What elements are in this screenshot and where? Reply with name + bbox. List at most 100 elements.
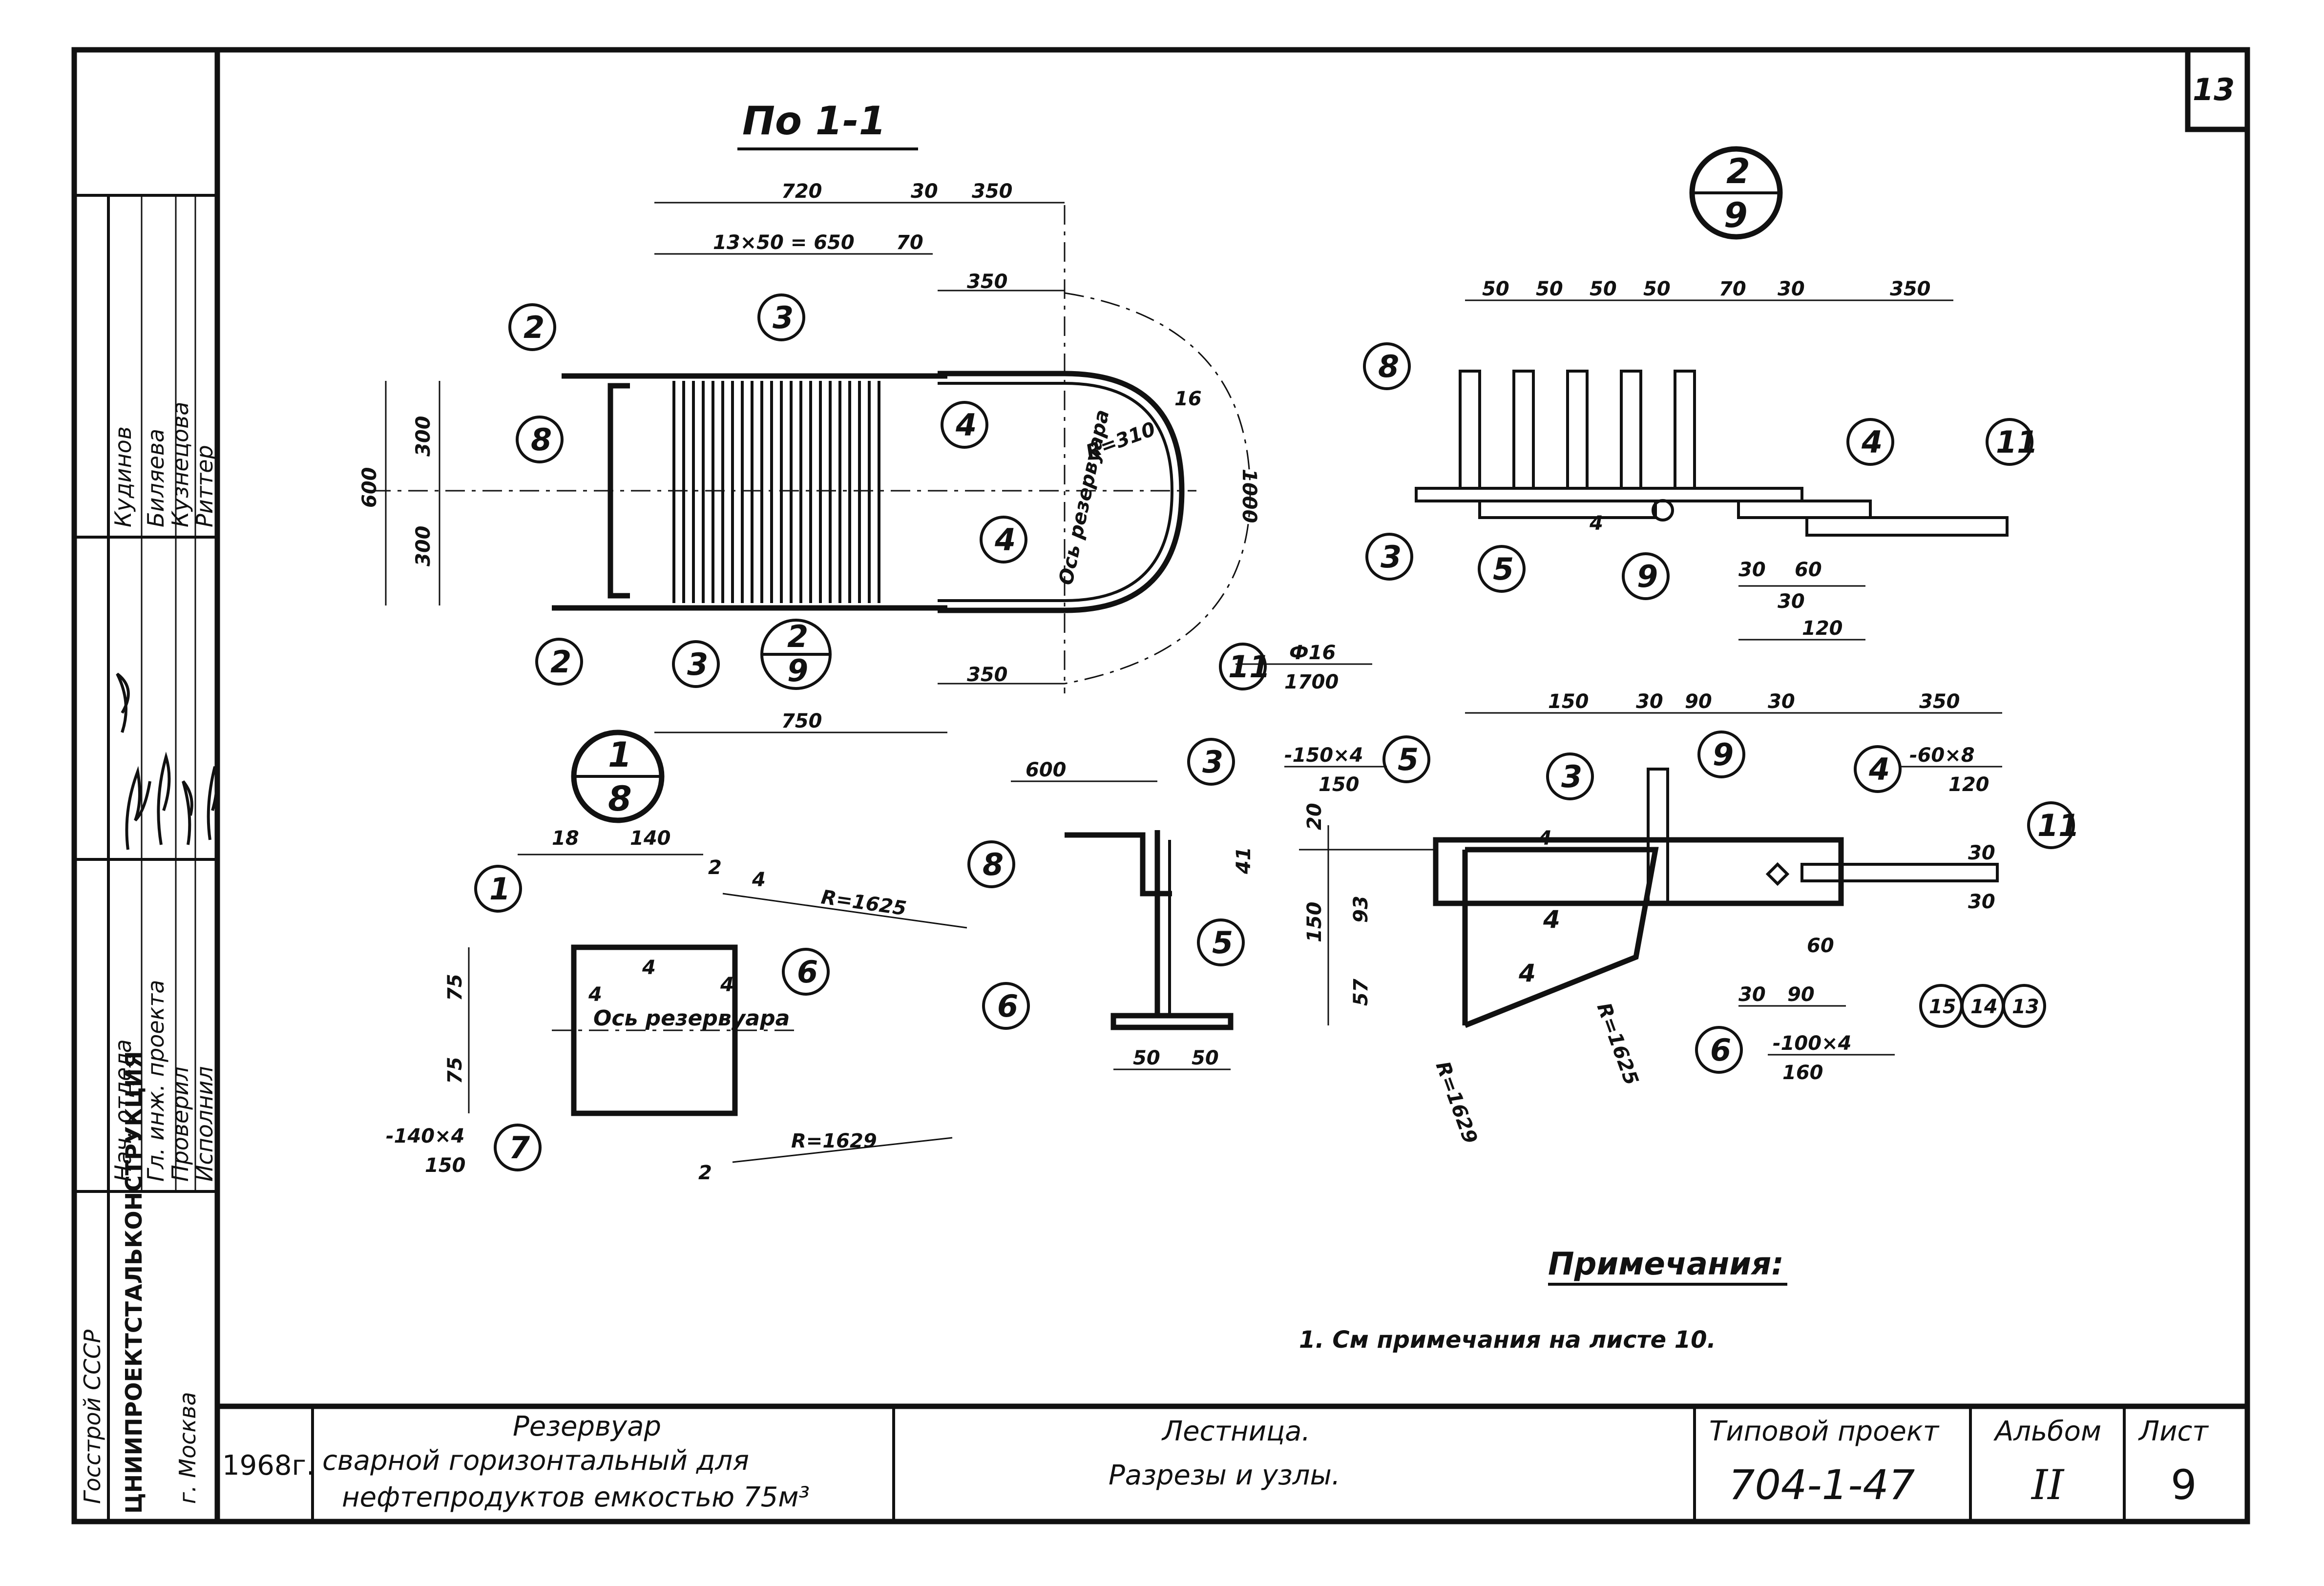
d18-dim-75a: 75: [444, 974, 466, 1001]
plan-dim-600: 600: [358, 467, 381, 508]
detail29-marks: 8 4 11 3 5 9: [1363, 342, 2038, 600]
plan-mark-2b: 2: [550, 644, 571, 680]
dr-dim-top-1: 30: [1636, 690, 1663, 713]
d29-dim-1: 50: [1536, 278, 1563, 300]
d18-four-a: 4: [588, 983, 602, 1006]
plan-mark-2a: 2: [523, 310, 544, 345]
ss-mark-6: 6: [997, 988, 1018, 1024]
plan-dim-650: 13×50 = 650: [713, 231, 855, 254]
plan-mark-3a: 3: [773, 300, 794, 335]
detail-2-9: 2 9 50 50 50 50 70 30 350 4 30 60 30 120…: [1363, 146, 2038, 641]
dr-mark-4: 4: [1868, 751, 1890, 787]
plan-mark-11: 11: [1228, 649, 1270, 685]
plan-dim-300b: 300: [412, 526, 435, 567]
d18-dim-2b: 2: [698, 1162, 712, 1184]
tb-object-1: Резервуар: [513, 1411, 661, 1442]
dr-mark-9: 9: [1713, 737, 1734, 772]
plan-dim-350-mid: 350: [967, 271, 1008, 293]
dr-dim-30b: 30: [1968, 891, 1995, 913]
d18-four-c: 4: [720, 974, 734, 996]
sheet-frame: 13: [71, 47, 2250, 1524]
dr-r1629: R=1629: [1431, 1059, 1482, 1147]
title-block: 1968г. Резервуар сварной горизонтальный …: [217, 1403, 2247, 1522]
detail18-marks: 1 6 7: [474, 865, 830, 1171]
d18-dim-140: 140: [630, 827, 671, 850]
dr-four-a: 4: [1538, 827, 1552, 850]
dr-mark-11: 11: [2037, 808, 2079, 843]
plan-dim-70: 70: [896, 231, 923, 254]
dr-plate6: -100×4: [1773, 1032, 1851, 1055]
notes: Примечания: 1. См примечания на листе 10…: [1299, 1246, 1787, 1354]
tb-object-3: нефтепродуктов емкостью 75м³: [342, 1482, 810, 1513]
detail29-callout-bottom: 9: [1724, 195, 1748, 235]
detail-right: 150 30 90 30 350 -150×4 150 -60×8 120 20…: [1284, 690, 2079, 1147]
plan-marks: 2 3 4 8 4 2 3 11: [508, 293, 1270, 690]
role-3: Исполнил: [191, 1066, 218, 1182]
d29-mark-11: 11: [1996, 424, 2038, 460]
plan-dim-720: 720: [781, 180, 822, 203]
dr-mark-15: 15: [1929, 996, 1956, 1018]
dr-dim-top-0: 150: [1548, 690, 1589, 713]
d29-dim-3: 50: [1643, 278, 1671, 300]
name-3: Риттер: [191, 445, 218, 527]
dr-mark-14: 14: [1970, 996, 1998, 1018]
dr-dim-57: 57: [1350, 979, 1372, 1006]
dr-plate5-len: 150: [1319, 773, 1360, 796]
side-org1: Госстрой СССР: [79, 1330, 105, 1504]
ss-mark-5: 5: [1212, 925, 1233, 960]
dr-dim-20: 20: [1303, 803, 1326, 830]
notes-heading: Примечания:: [1548, 1246, 1784, 1282]
plan-callout-2-9: 2 9: [760, 619, 832, 690]
d29-dim-60: 60: [1795, 559, 1822, 581]
d18-r1629: R=1629: [791, 1130, 877, 1152]
plan-dim-350-top: 350: [972, 180, 1013, 203]
dr-dim-30a: 30: [1968, 842, 1995, 864]
d18-plate-len: 150: [425, 1154, 466, 1177]
d18-dim-18: 18: [552, 827, 579, 850]
tb-sheet-label: Лист: [2138, 1416, 2209, 1447]
d18-four-b: 4: [642, 957, 656, 979]
dr-plate5: -150×4: [1284, 744, 1363, 767]
section-small-marks: 3 8 5 6: [967, 738, 1245, 1030]
plan-dim-1000: 1000: [1238, 469, 1260, 523]
dr-dim-top-3: 30: [1768, 690, 1795, 713]
detail18-callout-top: 1: [608, 735, 632, 775]
d29-mark-9: 9: [1637, 559, 1658, 594]
detail-right-marks: 5 3 9 4 11 15 14 13 6: [1382, 730, 2079, 1074]
dr-plate4: -60×8: [1909, 744, 1975, 767]
dr-mark-3: 3: [1561, 759, 1582, 794]
ss-dim-41: 41: [1233, 847, 1255, 875]
dr-dim-93: 93: [1350, 896, 1372, 923]
ss-mark-3: 3: [1202, 744, 1223, 780]
d29-dim-2: 50: [1590, 278, 1617, 300]
tb-object-2: сварной горизонтальный для: [322, 1445, 749, 1477]
dr-dim-30c: 30: [1738, 983, 1766, 1006]
d18-plate: -140×4: [386, 1125, 464, 1148]
d18-mark-6: 6: [797, 954, 818, 990]
detail-1-8: 1 8 18 140 2 4 R=1625 75 75 4 4 4 Ось ре…: [386, 730, 967, 1184]
tb-year: 1968г.: [222, 1450, 315, 1482]
name-0: Кудинов: [110, 426, 136, 527]
dr-dim-top-4: 350: [1919, 690, 1960, 713]
tb-project-label: Типовой проект: [1709, 1416, 1940, 1447]
plan-dim-300a: 300: [412, 416, 435, 457]
plan-dim-30: 30: [911, 180, 938, 203]
tb-sheet-no: 9: [2171, 1461, 2197, 1509]
detail18-callout-bottom: 8: [608, 779, 632, 819]
plan-callout-bottom: 9: [787, 653, 808, 689]
side-city: г. Москва: [174, 1392, 201, 1504]
plan-dim-750: 750: [781, 710, 822, 732]
d29-dim-30a: 30: [1738, 559, 1766, 581]
d29-mark-8: 8: [1378, 349, 1399, 384]
detail29-callout-top: 2: [1726, 151, 1750, 191]
role-1: Гл. инж. проекта: [143, 980, 169, 1182]
d29-dim-5: 30: [1778, 278, 1805, 300]
section-title: По 1-1: [742, 98, 886, 144]
d29-mark-4: 4: [1861, 424, 1883, 460]
plan-callout-top: 2: [787, 619, 808, 654]
tb-album-label: Альбом: [1993, 1416, 2101, 1447]
role-0: Нач. отдела: [110, 1039, 136, 1182]
name-2: Кузнецова: [167, 402, 193, 527]
d18-r1625: R=1625: [820, 886, 908, 920]
dr-mark-13: 13: [2012, 996, 2039, 1018]
